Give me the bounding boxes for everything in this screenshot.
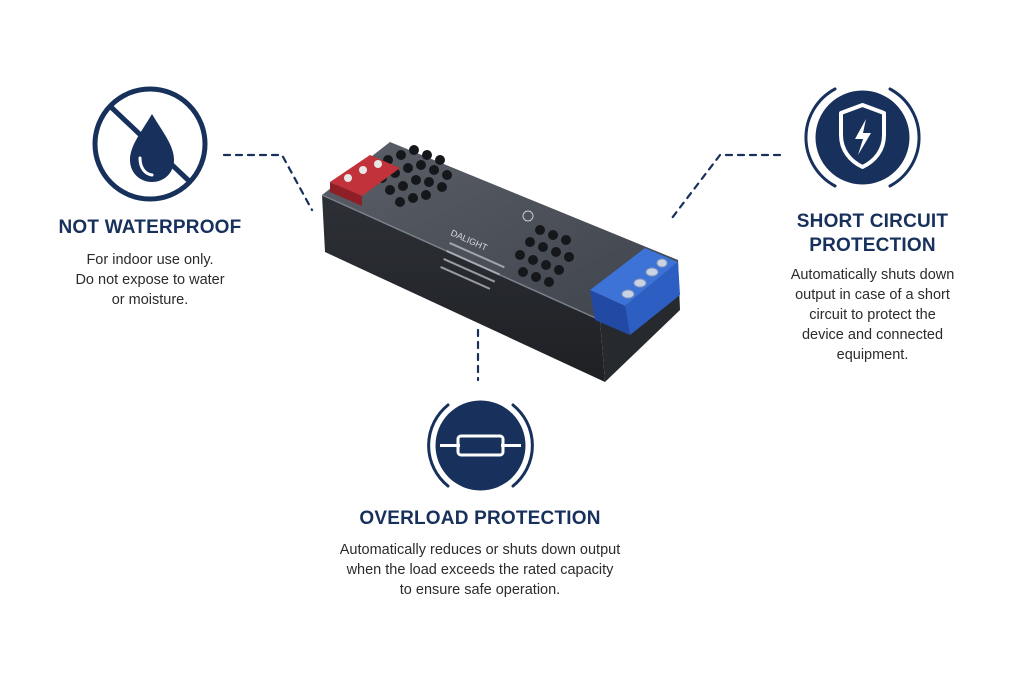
overload-title-block: OVERLOAD PROTECTION [320, 508, 640, 530]
waterproof-desc-line: For indoor use only. [86, 252, 214, 268]
blue-terminal [590, 248, 680, 335]
waterproof-title: NOT WATERPROOF [58, 217, 242, 238]
red-terminal [330, 155, 400, 206]
overload-desc-line: to ensure safe operation. [399, 582, 561, 598]
connector-waterproof [222, 153, 314, 212]
short-circuit-desc-line: circuit to protect the [809, 307, 936, 323]
short-circuit-description: Automatically shuts down output in case … [760, 265, 985, 365]
short-circuit-title-line: SHORT CIRCUIT [796, 211, 949, 232]
waterproof-description: For indoor use only. Do not expose to wa… [40, 250, 260, 310]
short-circuit-desc-line: output in case of a short [795, 287, 950, 303]
short-circuit-desc-line: Automatically shuts down [790, 267, 955, 283]
short-circuit-title-block: SHORT CIRCUIT PROTECTION [760, 210, 985, 258]
short-circuit-title-line: PROTECTION [809, 235, 936, 256]
shield-lightning-icon [804, 87, 921, 188]
no-water-drop-icon [92, 86, 208, 202]
waterproof-desc-line: Do not expose to water [75, 272, 225, 288]
short-circuit-desc-line: device and connected [801, 327, 944, 343]
waterproof-title-block: NOT WATERPROOF [40, 217, 260, 239]
short-circuit-desc-line: equipment. [836, 347, 909, 363]
overload-title: OVERLOAD PROTECTION [359, 508, 601, 529]
waterproof-desc-line: or moisture. [111, 292, 189, 308]
power-supply-image: DALIGHT [321, 142, 680, 382]
fuse-icon [427, 400, 534, 491]
overload-desc-line: when the load exceeds the rated capacity [346, 562, 614, 578]
overload-desc-line: Automatically reduces or shuts down outp… [339, 542, 621, 558]
overload-description: Automatically reduces or shuts down outp… [300, 540, 660, 600]
